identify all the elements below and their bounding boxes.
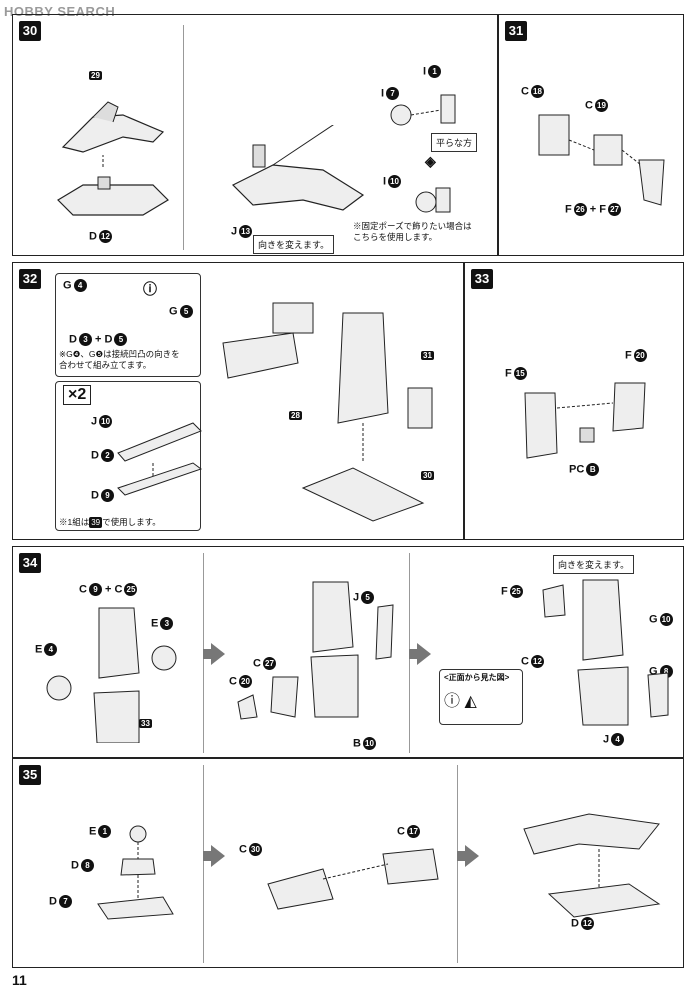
step34-c-drawing — [542, 579, 669, 726]
leg-assembly-drawing — [222, 302, 433, 522]
g-parts-note: ※G❹、G❺は接続凹凸の向きを 合わせて組み立てます。 — [59, 349, 180, 370]
step35-c-drawing — [523, 813, 661, 918]
attention-icon: ⓘ — [143, 281, 157, 297]
flat-side-label: 平らな方 — [431, 133, 478, 152]
page-number: 11 — [12, 972, 27, 988]
alt-joint-drawing — [415, 187, 451, 213]
ref-badge-31: 31 — [421, 351, 434, 360]
step34-b-drawing — [237, 581, 394, 720]
next-arrow — [203, 643, 225, 665]
step-number: 30 — [19, 21, 41, 41]
next-arrow — [457, 845, 479, 867]
attention-icon: ⓘ ◭ — [444, 693, 477, 710]
ref-badge-30: 30 — [421, 471, 434, 480]
rail-parts-drawing — [117, 422, 203, 496]
step35-b-drawing — [267, 848, 439, 910]
diamond-mark: ◈ — [425, 153, 436, 169]
step-number: 32 — [19, 269, 41, 289]
head-assembly-drawing — [61, 101, 165, 167]
step-number: 33 — [471, 269, 493, 289]
watermark: HOBBY SEARCH — [4, 4, 116, 19]
main-frame-drawing — [231, 125, 365, 211]
step34-a-drawing — [46, 607, 177, 743]
base-plate-drawing — [57, 176, 169, 216]
step-number: 34 — [19, 553, 41, 573]
front-view-callout: <正面から見た図> ⓘ ◭ — [439, 669, 523, 725]
next-arrow — [409, 643, 431, 665]
ref-badge-33: 33 — [139, 719, 152, 728]
change-direction-note: 向きを変えます。 — [553, 555, 635, 574]
step-number: 31 — [505, 21, 527, 41]
ref-badge-28: 28 — [289, 411, 302, 420]
change-direction-note: 向きを変えます。 — [253, 235, 335, 254]
step33-parts-drawing — [524, 382, 646, 459]
joint-parts-drawing — [390, 94, 456, 126]
ref-badge-29: 29 — [89, 71, 102, 80]
next-arrow — [203, 845, 225, 867]
step35-a-drawing — [97, 825, 174, 920]
fixed-pose-note: ※固定ポーズで飾りたい場合は こちらを使用します。 — [353, 221, 472, 242]
step31-parts-drawing — [538, 114, 665, 206]
front-view-label: <正面から見た図> — [444, 673, 510, 682]
quantity-x2: ×2 — [63, 385, 92, 405]
step-number: 35 — [19, 765, 41, 785]
